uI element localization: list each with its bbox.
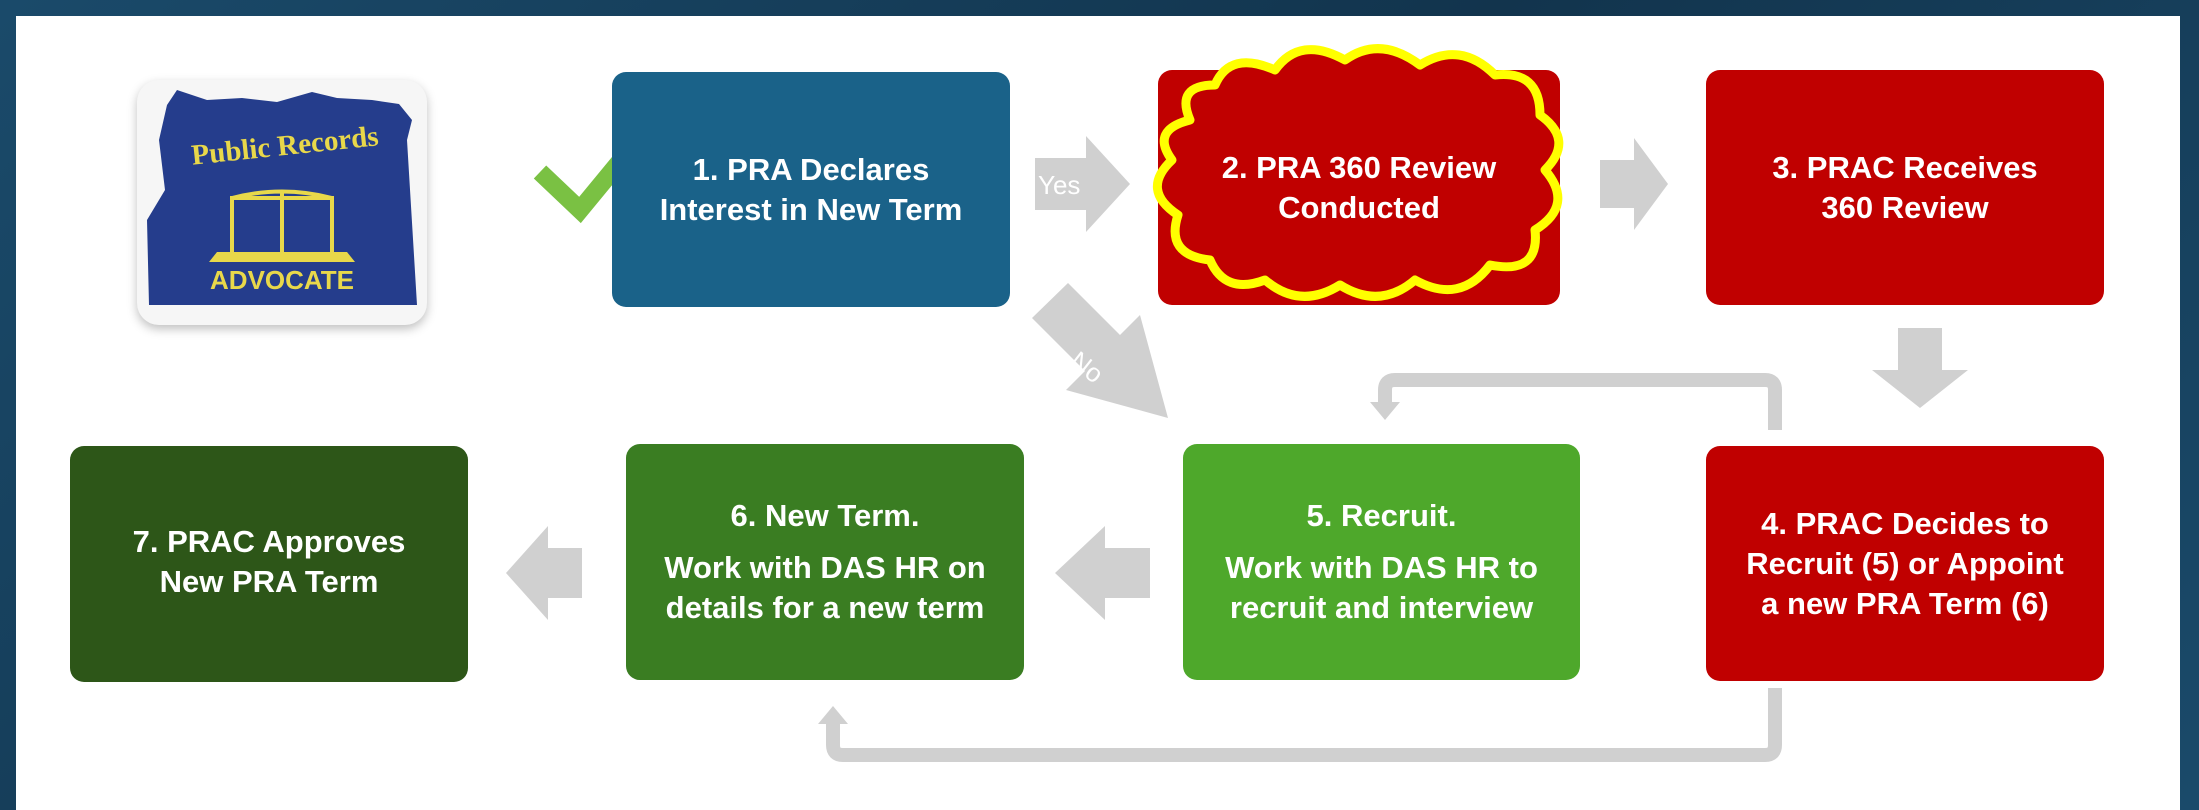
arrow-6-to-7: [506, 526, 582, 620]
step-5-box: 5. Recruit. Work with DAS HR to recruit …: [1183, 444, 1580, 680]
step-2-text: 2. PRA 360 Review Conducted: [1158, 70, 1560, 305]
loop-4-to-5: [1378, 373, 1782, 430]
step-1-box: 1. PRA Declares Interest in New Term: [612, 72, 1010, 307]
step-6-line1: Work with DAS HR on: [664, 550, 986, 585]
step-2-line1: 2. PRA 360 Review: [1221, 149, 1497, 185]
step-1-line1: 1. PRA Declares: [692, 151, 930, 187]
step-2-line2: Conducted: [1278, 189, 1440, 225]
step-7-line2: New PRA Term: [159, 564, 379, 599]
step-4-box: 4. PRAC Decides to Recruit (5) or Appoin…: [1706, 446, 2104, 681]
step-4-line1: 4. PRAC Decides to: [1761, 505, 2049, 541]
step-5-line2: recruit and interview: [1229, 590, 1534, 625]
step-6-line2: details for a new term: [665, 590, 985, 625]
step-7-line1: 7. PRAC Approves: [132, 524, 406, 559]
oregon-map-icon: [147, 90, 417, 305]
step-5-title: 5. Recruit.: [1306, 498, 1457, 533]
step-7-box: 7. PRAC Approves New PRA Term: [70, 446, 468, 682]
yes-label: Yes: [1038, 170, 1081, 200]
arrow-yes-1-to-2: [1035, 136, 1130, 232]
logo-bottom-text: ADVOCATE: [210, 265, 354, 295]
arrow-no-1-to-5: [1032, 283, 1168, 418]
step-3-box: 3. PRAC Receives 360 Review: [1706, 70, 2104, 305]
step-3-line2: 360 Review: [1821, 189, 1989, 225]
step-6-box: 6. New Term. Work with DAS HR on details…: [626, 444, 1024, 680]
step-4-line3: a new PRA Term (6): [1761, 585, 2049, 621]
arrow-2-to-3: [1600, 138, 1668, 230]
step-4-line2: Recruit (5) or Appoint: [1746, 545, 2064, 581]
step-3-line1: 3. PRAC Receives: [1772, 149, 2038, 185]
arrow-5-to-6: [1055, 526, 1150, 620]
step-5-line1: Work with DAS HR to: [1225, 550, 1538, 585]
step-6-title: 6. New Term.: [730, 498, 920, 533]
loop-4-to-6: [826, 688, 1782, 762]
step-1-line2: Interest in New Term: [659, 191, 963, 227]
arrow-3-to-4: [1872, 328, 1968, 408]
pra-logo: Public Records ADVOCATE: [137, 80, 427, 325]
